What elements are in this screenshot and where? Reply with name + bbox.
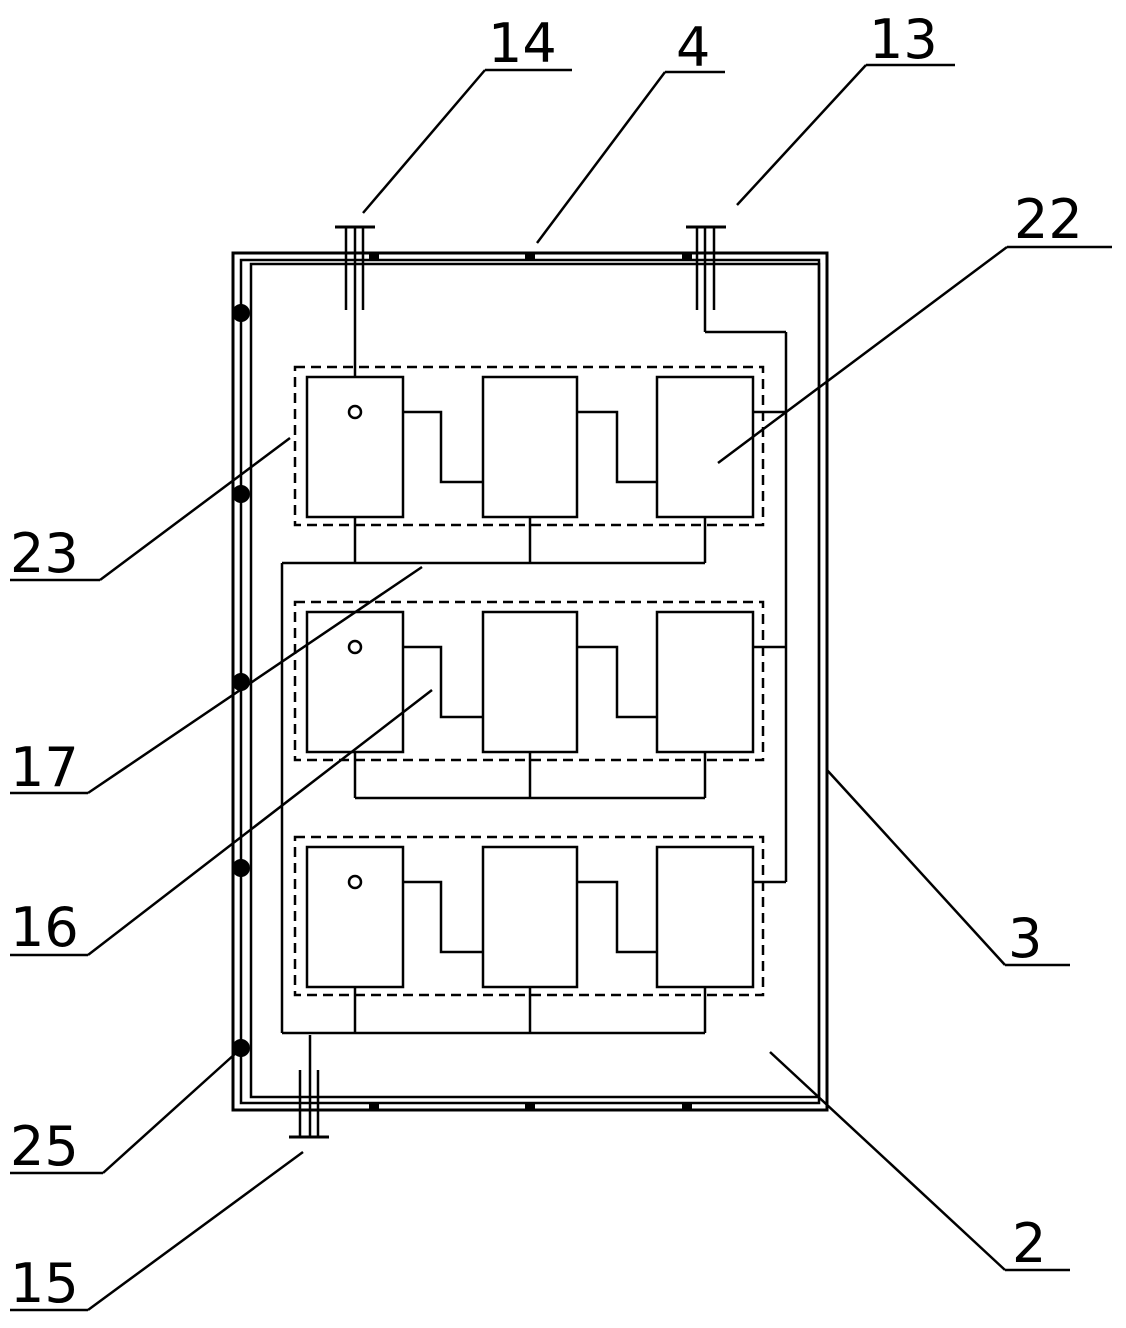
module-row-1 (293, 365, 765, 527)
label-17: 17 (10, 736, 79, 799)
supply-manifold (705, 330, 788, 884)
seal-points (232, 254, 692, 1110)
label-15: 15 (10, 1252, 79, 1315)
label-23: 23 (10, 522, 79, 585)
module-row-3 (293, 835, 765, 997)
part-labels: 14 4 13 22 23 17 16 3 25 2 15 (10, 8, 1083, 1315)
return-manifold (280, 517, 707, 1035)
label-2: 2 (1012, 1212, 1046, 1275)
label-22: 22 (1014, 188, 1083, 251)
module-row-2 (293, 600, 765, 762)
label-25: 25 (10, 1115, 79, 1178)
label-14: 14 (488, 12, 557, 75)
label-3: 3 (1008, 907, 1042, 970)
housing-frame (231, 251, 829, 1112)
leader-lines (10, 63, 1112, 1312)
label-4: 4 (676, 16, 710, 79)
label-13: 13 (869, 8, 938, 71)
connector-15 (289, 1035, 329, 1139)
connector-13 (686, 225, 726, 332)
label-16: 16 (10, 896, 79, 959)
connector-14 (335, 225, 375, 378)
